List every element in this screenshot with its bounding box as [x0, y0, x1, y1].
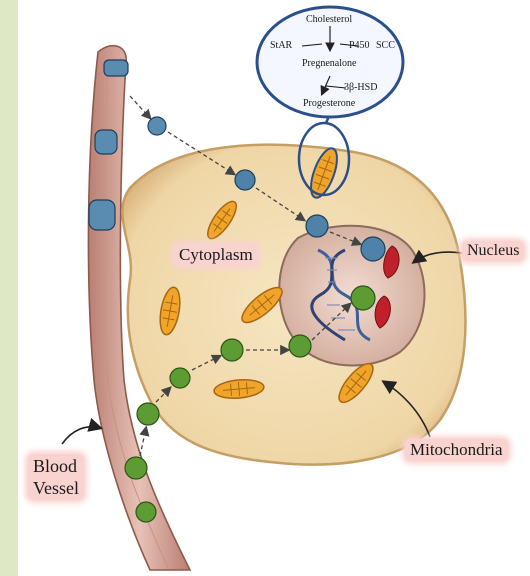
- label-blood-vessel-line1: Blood: [33, 455, 79, 477]
- label-blood-vessel: Blood Vessel: [28, 454, 84, 500]
- pathway-p450: P450: [349, 40, 370, 51]
- label-cytoplasm: Cytoplasm: [174, 244, 258, 266]
- label-mitochondria: Mitochondria: [405, 439, 508, 461]
- pathway-cholesterol: Cholesterol: [306, 14, 352, 25]
- pathway-hsd: 3β-HSD: [344, 82, 377, 93]
- pathway-star: StAR: [270, 40, 292, 51]
- pathway-scc: SCC: [376, 40, 395, 51]
- label-blood-vessel-line2: Vessel: [33, 477, 79, 499]
- pathway-progesterone: Progesterone: [303, 98, 355, 109]
- pathway-pregnenalone: Pregnenalone: [302, 58, 356, 69]
- label-nucleus: Nucleus: [462, 241, 524, 261]
